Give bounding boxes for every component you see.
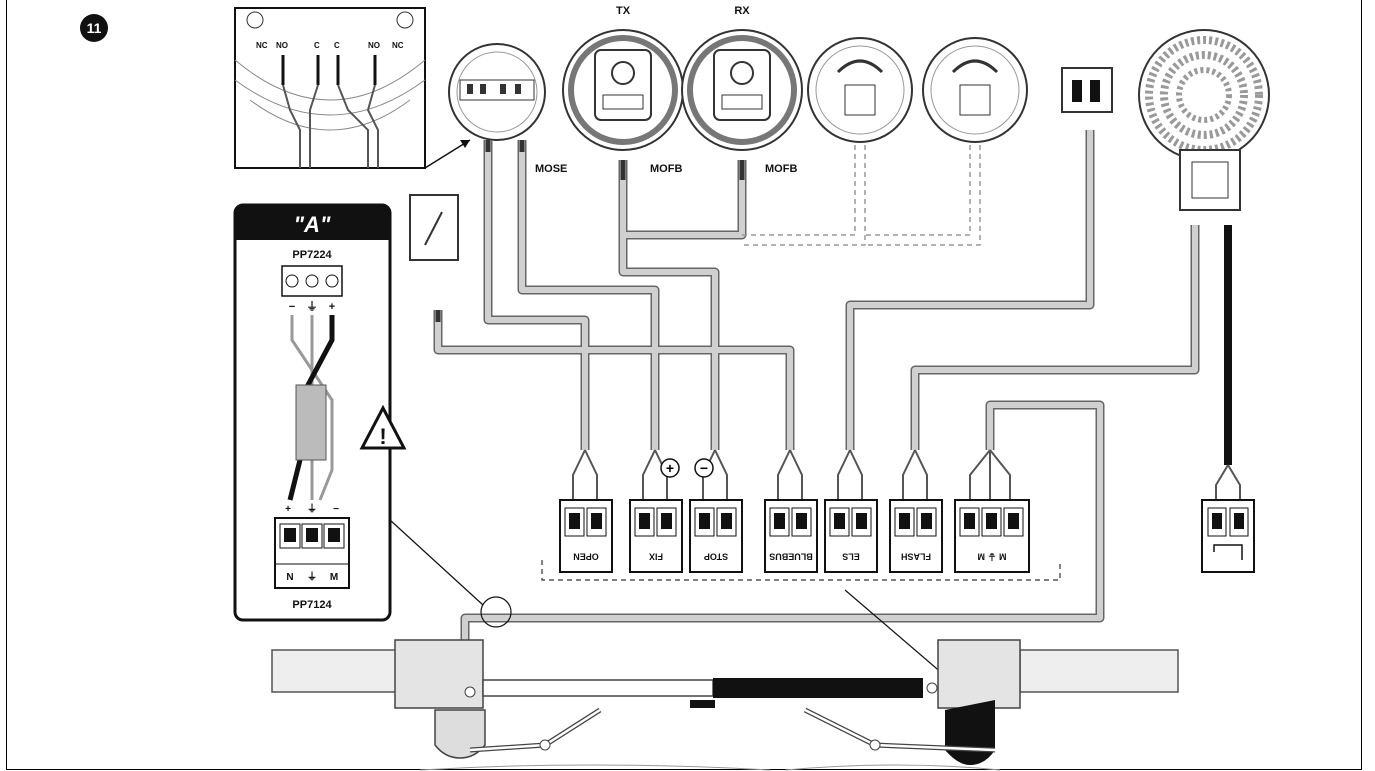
contact-label-no-2: NO [368,41,380,50]
terminal-block-m-m: M ⏚ M [954,499,1030,573]
photocell-optional-1 [807,37,913,143]
figure-number-badge: 11 [80,14,108,42]
gate-assembly [271,639,1179,771]
inset-a-terminal-letter-1: N [286,572,293,583]
inset-a-top-sign-2: ⏚ [307,300,318,313]
edge-label: MOSE [535,163,567,175]
inset-a-top-code: PP7224 [292,249,332,261]
control-unit-outline [541,560,1061,581]
inset-a-bottom-sign-2: ⏚ [307,503,317,515]
contact-label-nc-2: NC [392,41,404,50]
cables [433,130,1232,680]
terminal-block-bluebus: BLUEBUS [764,499,818,573]
polarity-markers: + − [660,458,714,478]
contact-label-c-2: C [334,41,340,50]
contact-label-no-1: NO [276,41,288,50]
rx-code-label: MOFB [765,163,797,175]
open-pushbutton [409,194,459,261]
inset-a-bottom-terminal [274,517,350,589]
terminal-blocks: OPEN FIX STOP BLUEBUS ELS FLASH M ⏚ M [559,499,1030,573]
terminal-block-flash: FLASH [889,499,943,573]
rx-label: RX [734,5,750,17]
photocell-optional-2 [922,37,1028,143]
inset-a-title: "A" [294,212,331,237]
plus-marker: + [666,460,674,476]
contact-detail-inset: NC NO C C NO NC [234,7,471,169]
terminal-block-els: ELS [824,499,878,573]
terminal-label: FLASH [901,552,931,562]
figure-number: 11 [87,20,102,36]
inset-a: "A" PP7224 − ⏚ + + ⏚ − N [233,203,392,622]
inset-a-bottom-sign-3: − [333,504,339,515]
terminal-block-lock [1201,499,1255,573]
tx-label: TX [616,5,631,17]
minus-marker: − [700,460,708,476]
svg-text:!: ! [379,424,386,449]
terminal-block-open: OPEN [559,499,613,573]
terminal-label: BLUEBUS [769,552,813,562]
cable-fanouts [572,449,1241,500]
inset-a-terminal-letter-3: M [330,572,338,583]
photocell-rx: RX MOFB [681,5,803,175]
tx-code-label: MOFB [650,163,682,175]
terminal-label: M ⏚ M [978,552,1007,562]
warning-icon: ! [359,404,407,450]
inset-a-top-terminal [281,265,343,297]
contact-label-c-1: C [314,41,320,50]
inset-a-top-sign-1: − [289,301,295,313]
inset-a-bottom-sign-1: + [285,504,291,515]
terminal-block-stop: STOP [689,499,743,573]
inset-a-bottom-code: PP7124 [292,599,332,611]
photocell-tx: TX MOFB [562,5,684,175]
terminal-block-fix: FIX [629,499,683,573]
figure-frame [6,0,1362,770]
flashing-light-device [1138,29,1270,211]
inset-a-top-sign-3: + [329,301,335,313]
terminal-label: OPEN [573,552,599,562]
inset-a-terminal-letter-2: ⏚ [307,571,317,583]
safety-edge-device: MOSE [448,43,567,175]
terminal-label: STOP [704,552,728,562]
contact-label-nc-1: NC [256,41,268,50]
terminal-label: ELS [842,552,860,562]
terminal-label: FIX [649,552,663,562]
key-selector-device [1061,67,1113,113]
